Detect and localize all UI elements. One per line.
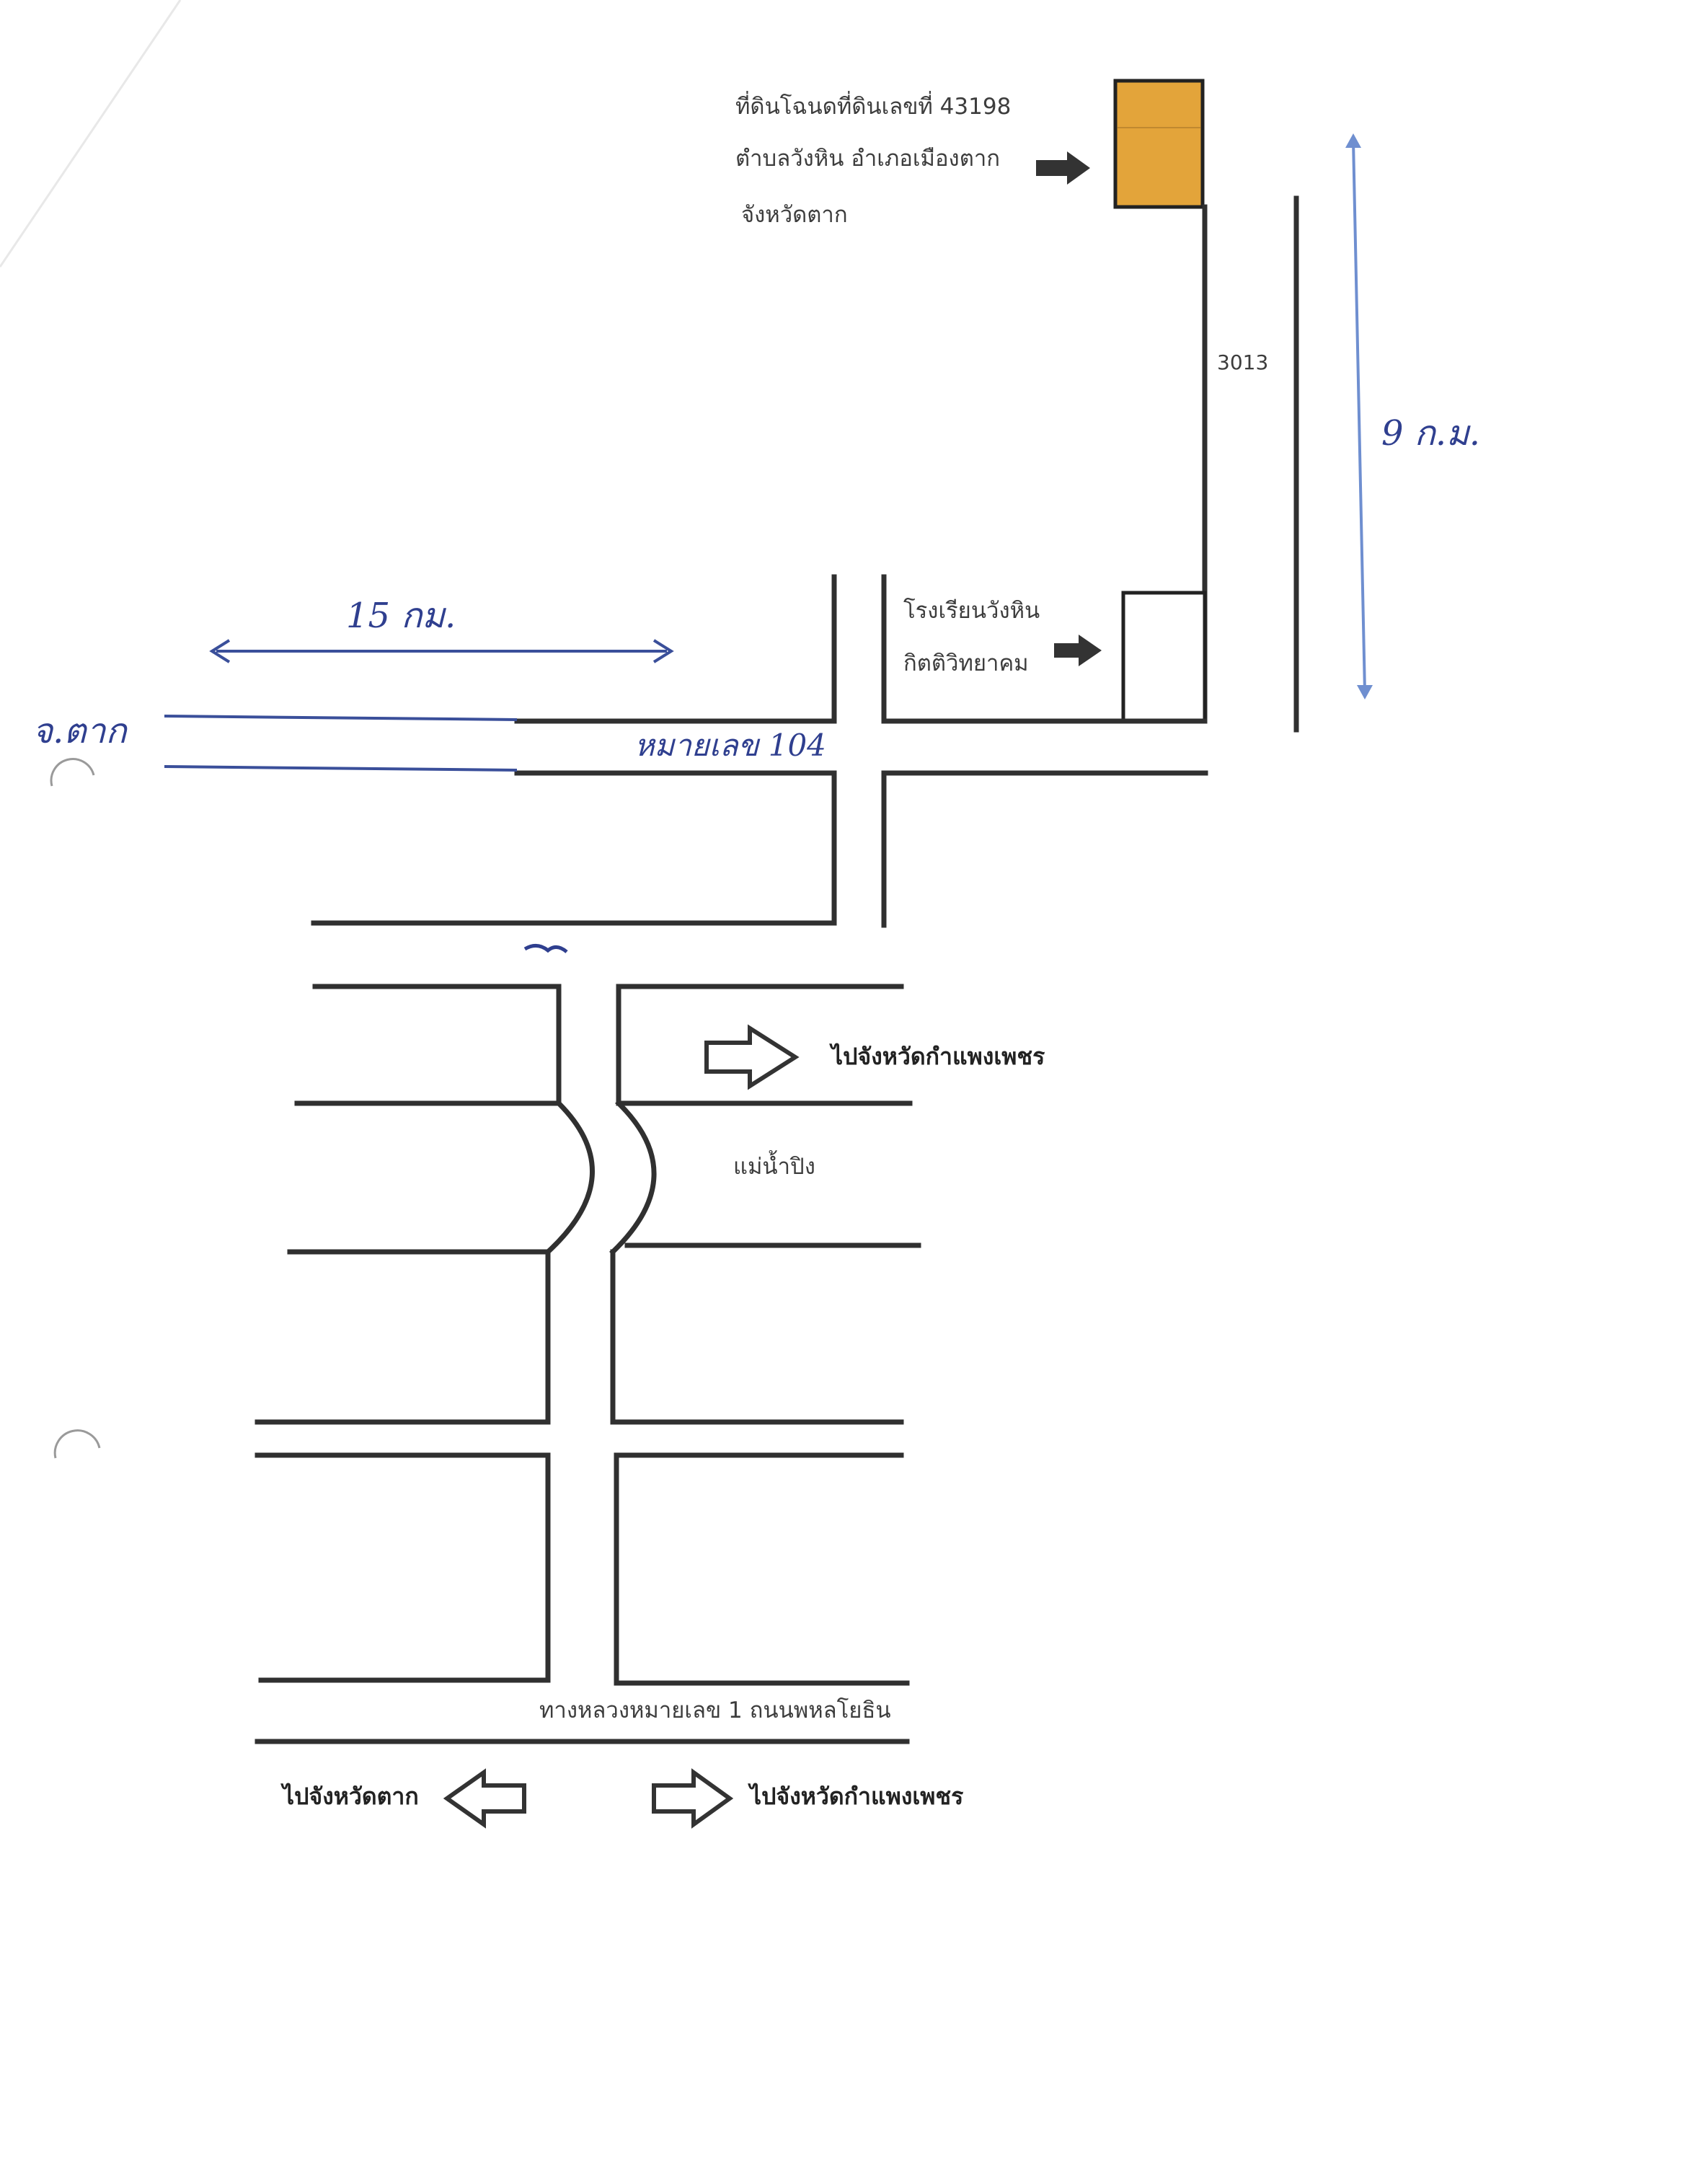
highway-1-label: ทางหลวงหมายเลข 1 ถนนพหลโยธิน [539, 1697, 891, 1723]
distance-west-arrowhead-left [209, 639, 231, 663]
distance-west-label: 15 กม. [346, 596, 456, 636]
parcel-label-line3: จังหวัดตาก [741, 202, 848, 228]
to-kamphaeng-lower-arrow [652, 1768, 734, 1829]
school-pointer-arrow [1054, 635, 1102, 666]
distance-north-arrowhead-bottom [1357, 685, 1373, 699]
punch-hole-upper [50, 758, 95, 787]
school-label-line2: กิตติวิทยาคม [903, 650, 1029, 676]
to-tak-arrow [443, 1768, 526, 1829]
distance-north-arrow [1352, 140, 1366, 693]
highway-104-label: หมายเลข 104 [634, 728, 826, 763]
distance-west-arrowhead-right [652, 639, 674, 663]
highway-104-extension-top [164, 715, 518, 721]
punch-hole-lower [53, 1429, 101, 1459]
scribble-mark [523, 944, 568, 953]
city-tak-label: จ.ตาก [32, 711, 129, 751]
to-tak-label: ไปจังหวัดตาก [280, 1783, 419, 1810]
highway-104-extension-bottom [164, 765, 518, 772]
bridge-east-rail [609, 1100, 657, 1255]
scan-fold-line [0, 0, 182, 268]
parcel-pointer-arrow [1036, 151, 1090, 185]
school-building [1121, 591, 1207, 723]
parcel-label-line2: ตำบลวังหิน อำเภอเมืองตาก [735, 146, 1000, 172]
distance-north-arrowhead-top [1345, 133, 1361, 148]
to-kamphaeng-upper-label: ไปจังหวัดกำแพงเพชร [829, 1043, 1045, 1070]
to-kamphaeng-upper-arrow [704, 1024, 800, 1090]
school-label-line1: โรงเรียนวังหิน [903, 598, 1040, 624]
river-label: แม่น้ำปิง [733, 1150, 815, 1180]
bridge-west-rail [544, 1100, 596, 1255]
parcel-label-line1: ที่ดินโฉนดที่ดินเลขที่ 43198 [735, 91, 1011, 120]
road-3013-label: 3013 [1217, 350, 1268, 374]
land-parcel [1113, 79, 1205, 209]
distance-north-label: 9 ก.ม. [1381, 413, 1480, 454]
to-kamphaeng-lower-label: ไปจังหวัดกำแพงเพชร [748, 1783, 963, 1810]
